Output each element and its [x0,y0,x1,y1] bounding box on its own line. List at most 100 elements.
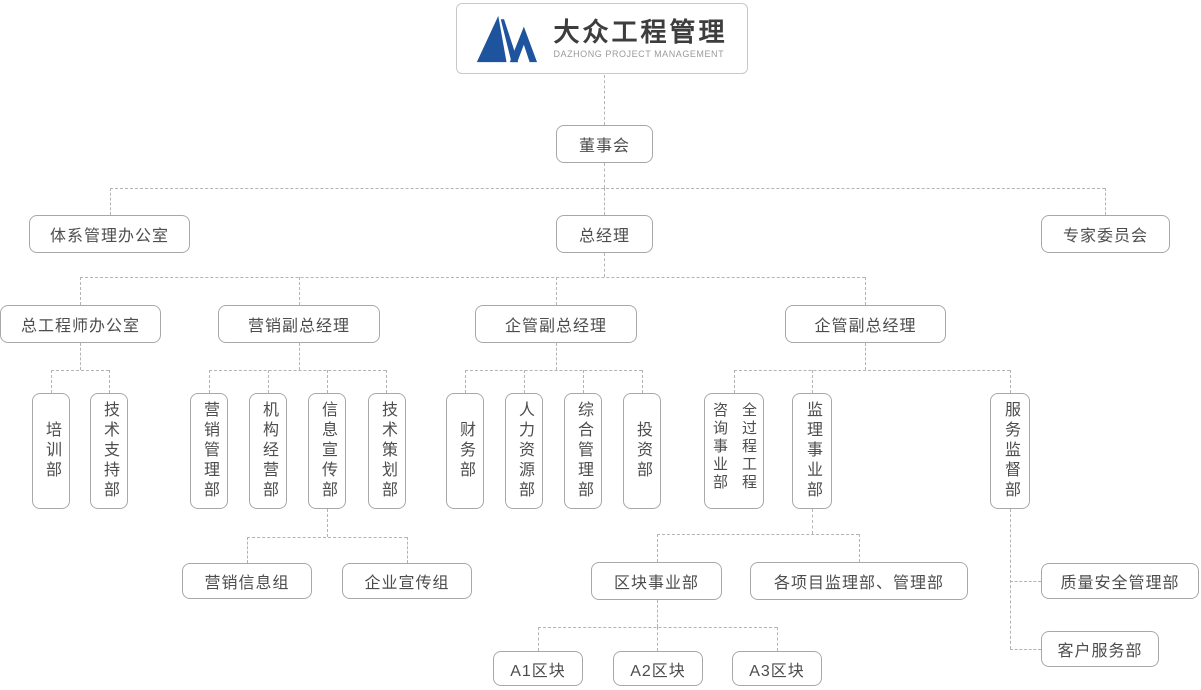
company-name-zh: 大众工程管理 [553,16,728,47]
node-tech-support-dept-label: 技术支持部 [101,401,118,501]
node-system-mgmt-office-label: 体系管理办公室 [49,228,169,245]
connector-line [556,343,557,370]
node-block-a1: A1区块 [493,651,583,686]
node-customer-service-dept-label: 客户服务部 [1057,643,1143,660]
connector-line [386,370,387,393]
connector-line [110,188,1105,189]
connector-line [110,188,111,215]
node-block-a3: A3区块 [732,651,822,686]
node-customer-service-dept: 客户服务部 [1041,631,1159,667]
node-block-business-dept-label: 区块事业部 [613,575,699,592]
connector-line [556,277,557,305]
connector-line [51,370,52,393]
connector-line [657,600,658,627]
connector-line [604,253,605,277]
connector-line [80,277,81,305]
node-supervision-business-div-label: 监理事业部 [804,401,821,501]
company-logo-icon [477,15,538,62]
node-block-a1-label: A1区块 [510,662,566,680]
node-general-mgmt-dept-label: 综合管理部 [575,401,592,501]
node-finance-dept: 财务部 [446,393,484,509]
connector-line [327,370,328,393]
node-marketing-mgmt-dept: 营销管理部 [190,393,228,509]
node-info-publicity-dept: 信息宣传部 [308,393,346,509]
node-marketing-mgmt-dept-label: 营销管理部 [201,401,218,501]
connector-line [109,370,110,393]
node-chief-engineer-office: 总工程师办公室 [0,305,161,343]
node-quality-safety-mgmt-dept-label: 质量安全管理部 [1060,575,1180,592]
connector-line [657,534,658,562]
node-service-supervision-dept-label: 服务监督部 [1002,401,1019,501]
node-admin-deputy-gm-1-label: 企管副总经理 [504,318,607,335]
connector-line [657,627,658,651]
node-board-label: 董事会 [578,138,630,155]
node-investment-dept: 投资部 [623,393,661,509]
connector-line [80,343,81,370]
connector-line [812,509,813,534]
connector-line [865,277,866,305]
connector-line [327,509,328,537]
node-admin-deputy-gm-1: 企管副总经理 [475,305,637,343]
connector-line [1010,649,1041,650]
node-hr-dept-label: 人力资源部 [516,401,533,501]
node-block-a2: A2区块 [613,651,703,686]
node-finance-dept-label: 财务部 [457,421,474,481]
connector-line [407,537,408,563]
node-whole-process-consulting-div: 全过程工程咨询事业部 [704,393,764,509]
node-general-mgmt-dept: 综合管理部 [564,393,602,509]
node-chief-engineer-office-label: 总工程师办公室 [20,318,140,335]
node-marketing-deputy-gm: 营销副总经理 [218,305,380,343]
connector-line [1105,188,1106,215]
node-corporate-publicity-group: 企业宣传组 [342,563,472,599]
connector-line [1010,581,1041,582]
node-marketing-deputy-gm-label: 营销副总经理 [247,318,350,335]
node-training-dept: 培训部 [32,393,70,509]
node-org-operation-dept-label: 机构经营部 [260,401,277,501]
connector-line [657,534,859,535]
company-name: 大众工程管理 DAZHONG PROJECT MANAGEMENT [553,18,727,60]
connector-line [209,370,386,371]
connector-line [80,277,865,278]
node-hr-dept: 人力资源部 [505,393,543,509]
connector-line [777,627,778,651]
node-tech-planning-dept: 技术策划部 [368,393,406,509]
node-tech-support-dept: 技术支持部 [90,393,128,509]
node-org-operation-dept: 机构经营部 [249,393,287,509]
connector-line [604,188,605,215]
connector-line [299,277,300,305]
connector-line [51,370,109,371]
node-admin-deputy-gm-2: 企管副总经理 [785,305,946,343]
node-whole-process-consulting-div-label: 全过程工程咨询事业部 [711,402,757,492]
node-expert-committee: 专家委员会 [1041,215,1170,253]
company-name-en: DAZHONG PROJECT MANAGEMENT [553,49,725,60]
node-board: 董事会 [556,125,653,163]
connector-line [583,370,584,393]
connector-line [209,370,210,393]
connector-line [865,343,866,370]
node-system-mgmt-office: 体系管理办公室 [29,215,190,253]
node-expert-committee-label: 专家委员会 [1062,228,1148,245]
connector-line [299,343,300,370]
node-service-supervision-dept: 服务监督部 [990,393,1030,509]
node-admin-deputy-gm-2-label: 企管副总经理 [814,318,917,335]
connector-line [247,537,248,563]
node-general-manager-label: 总经理 [578,228,630,245]
node-project-supervision-mgmt-depts: 各项目监理部、管理部 [750,562,968,600]
node-block-business-dept: 区块事业部 [591,562,722,600]
node-block-a3-label: A3区块 [749,662,805,680]
connector-line [538,627,539,651]
connector-line [1010,370,1011,393]
connector-line [268,370,269,393]
connector-line [734,370,1010,371]
node-marketing-info-group-label: 营销信息组 [204,575,290,592]
node-general-manager: 总经理 [556,215,653,253]
connector-line [524,370,525,393]
node-training-dept-label: 培训部 [43,421,60,481]
connector-line [642,370,643,393]
node-quality-safety-mgmt-dept: 质量安全管理部 [1041,563,1199,599]
connector-line [859,534,860,562]
connector-line [247,537,407,538]
node-investment-dept-label: 投资部 [634,421,651,481]
node-tech-planning-dept-label: 技术策划部 [379,401,396,501]
